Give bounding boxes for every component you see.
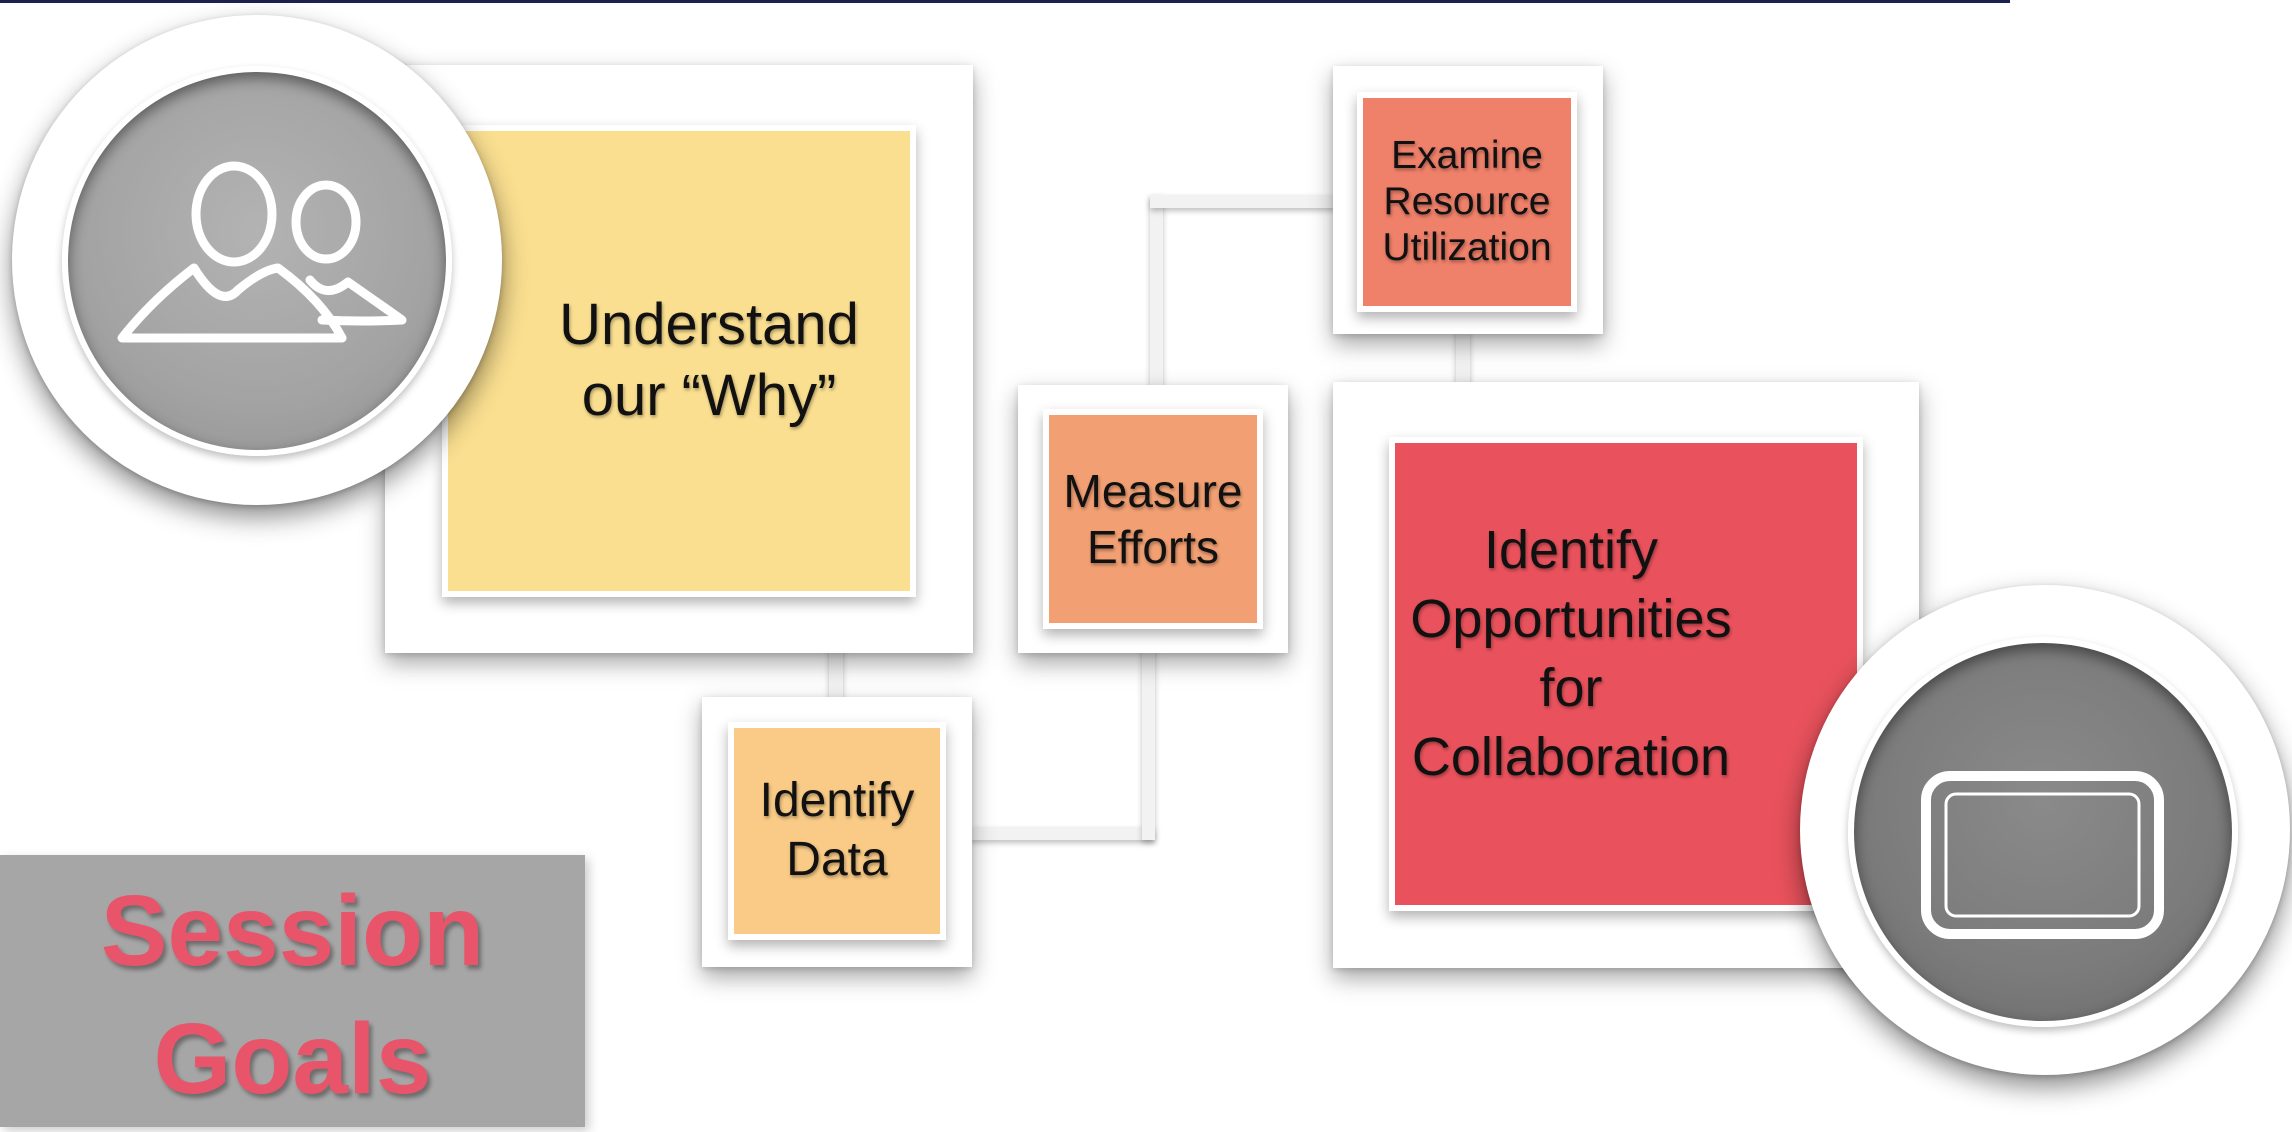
goal-examine-resource-label: Examine Resource Utilization [1382, 133, 1552, 269]
connector-examine-to-opportunities [1456, 330, 1470, 385]
goal-measure-efforts-label: Measure Efforts [1063, 464, 1243, 573]
goal-understand-why[interactable]: Understand our “Why” [442, 125, 916, 597]
people-icon [117, 161, 407, 343]
session-goals-box: Session Goals [0, 855, 585, 1127]
people-disc-inner [62, 66, 452, 456]
goal-measure-efforts[interactable]: Measure Efforts [1043, 409, 1263, 629]
connector-measure-to-examine-h [1150, 195, 1335, 208]
goal-examine-resource[interactable]: Examine Resource Utilization [1357, 92, 1577, 312]
goal-identify-data-label: Identify Data [759, 774, 915, 886]
goal-identify-opportunities-label: Identify Opportunities for Collaboration [1410, 519, 1732, 788]
connector-data-to-measure-h [970, 827, 1155, 840]
goal-understand-why-label: Understand our “Why” [559, 292, 859, 428]
goal-identify-data[interactable]: Identify Data [728, 722, 946, 940]
connector-measure-to-examine-v [1150, 195, 1163, 385]
top-rule [0, 0, 2010, 3]
tablet-icon [1921, 771, 2164, 939]
session-goals-title: Session Goals [100, 875, 485, 1115]
goal-identify-opportunities[interactable]: Identify Opportunities for Collaboration [1389, 437, 1863, 911]
connector-data-to-measure-v [1142, 645, 1155, 840]
tablet-disc-inner [1848, 637, 2238, 1027]
